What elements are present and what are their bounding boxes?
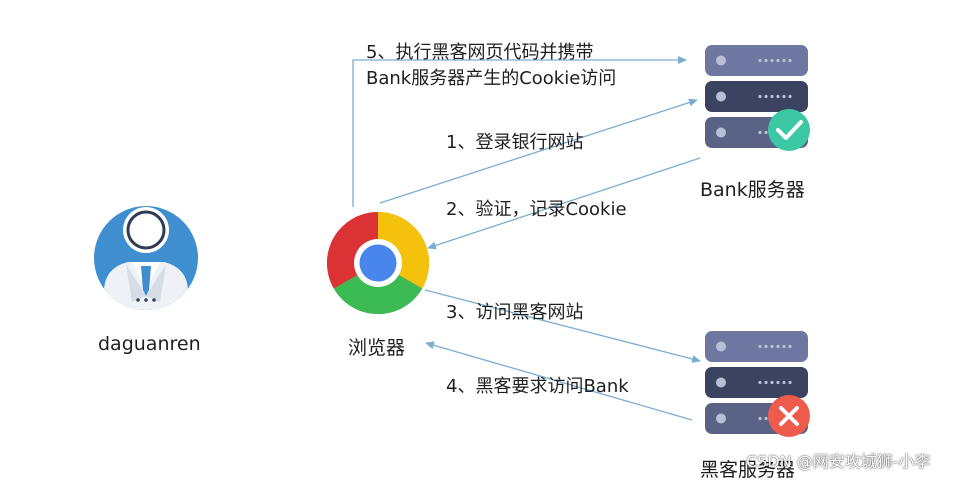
user-label: daguanren — [98, 333, 201, 355]
step4-label: 4、黑客要求访问Bank — [446, 376, 629, 397]
step3-label: 3、访问黑客网站 — [446, 302, 584, 323]
chrome-browser-icon — [326, 211, 430, 315]
arrow-step2 — [427, 157, 701, 250]
arrow-step1 — [379, 98, 698, 204]
arrow-step5 — [352, 56, 687, 207]
bank-server-label: Bank服务器 — [700, 179, 805, 201]
step2-label: 2、验证，记录Cookie — [446, 199, 627, 220]
browser-label: 浏览器 — [348, 337, 406, 359]
arrow-step3 — [424, 289, 701, 363]
step5-label-line1: 5、执行黑客网页代码并携带 — [366, 42, 594, 63]
hacker-server-icon — [705, 331, 808, 434]
hacker-server-label: 黑客服务器 — [700, 459, 796, 481]
arrow-step4 — [425, 341, 693, 421]
watermark-text: CSDN @网安攻城狮-小李 — [746, 452, 931, 471]
step1-label: 1、登录银行网站 — [446, 132, 584, 153]
check-icon — [768, 109, 810, 151]
user-avatar-icon — [94, 206, 198, 310]
step5-label-line2: Bank服务器产生的Cookie访问 — [366, 68, 617, 89]
cross-icon — [768, 395, 810, 437]
